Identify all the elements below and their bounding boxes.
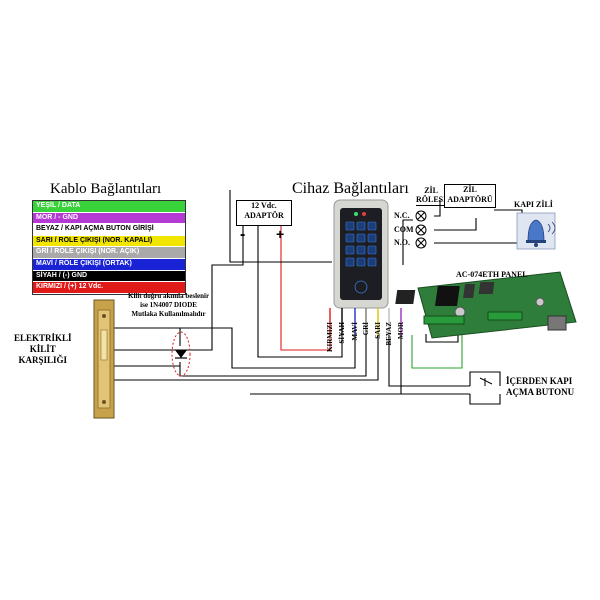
door-bell-label: KAPI ZİLİ bbox=[514, 200, 553, 209]
lock-wire-top bbox=[110, 327, 181, 346]
panel-board bbox=[395, 271, 577, 339]
electric-lock-strike bbox=[93, 299, 115, 419]
diode-note-line3: Mutlaka Kullanılmalıdır bbox=[131, 310, 206, 318]
diode-note: Kilit doğru akımla beslenir ise 1N4007 D… bbox=[128, 292, 209, 319]
green-data-wire bbox=[411, 334, 463, 369]
adapter-voltage: 12 Vdc. bbox=[251, 201, 277, 210]
panel-wire bbox=[425, 334, 459, 343]
reader-pin-label: BEYAZ bbox=[385, 322, 393, 346]
relay-panel-wire bbox=[402, 219, 413, 265]
bell-adapter-line2: ADAPTÖRÜ bbox=[447, 195, 493, 204]
reader-pin-label: SİYAH bbox=[338, 322, 346, 344]
bell-adapter-box: ZİL ADAPTÖRÜ bbox=[444, 184, 496, 208]
power-adapter-box: 12 Vdc. ADAPTÖR bbox=[236, 200, 292, 226]
reader-pin-label: MAVİ bbox=[351, 322, 359, 341]
bell-icon bbox=[516, 212, 556, 250]
legend-row: GRİ / RÖLE ÇIKIŞI (NOR. AÇIK) bbox=[33, 247, 185, 259]
legend-row: MOR / - GND bbox=[33, 212, 185, 225]
relay-no-label: N.O. bbox=[394, 238, 410, 247]
reader-pin-label: GRİ bbox=[362, 322, 370, 336]
exit-button-box bbox=[469, 371, 501, 386]
lock-wire-diode-top bbox=[180, 327, 356, 369]
exit-button-switch bbox=[479, 377, 493, 386]
cable-connections-title: Kablo Bağlantıları bbox=[50, 181, 162, 197]
bell-adapter-line1: ZİL bbox=[463, 185, 477, 194]
keypad-reader bbox=[329, 199, 402, 335]
lock-line3: KARŞILIĞI bbox=[18, 355, 68, 365]
legend-row: YEŞİL / DATA bbox=[33, 201, 185, 213]
legend-row: BEYAZ / KAPI AÇMA BUTON GİRİŞİ bbox=[33, 224, 185, 236]
reader-pin-label: SARI bbox=[374, 322, 382, 339]
legend-row: SİYAH / (-) GND bbox=[33, 270, 185, 283]
black-wire-2 bbox=[257, 226, 343, 358]
relay-contacts bbox=[415, 210, 427, 249]
device-connections-title: Cihaz Bağlantıları bbox=[292, 180, 409, 197]
relay-line2: RÖLESİ bbox=[416, 195, 447, 204]
bell-relay-label: ZİL RÖLESİ bbox=[416, 186, 447, 206]
relay-nc-label: N.C. bbox=[394, 211, 410, 220]
lock-line1: ELEKTRİKLİ bbox=[14, 333, 72, 343]
relay-com-label: COM bbox=[394, 225, 414, 234]
relay-com-wire bbox=[434, 218, 477, 231]
diode-note-line2: ise 1N4007 DIODE bbox=[140, 301, 197, 309]
panel-label: AC-074ETH PANEL bbox=[456, 270, 528, 279]
reader-pin-label: MOR bbox=[397, 322, 405, 340]
exit-button-line2: AÇMA BUTONU bbox=[506, 387, 575, 397]
relay-line1: ZİL bbox=[424, 186, 439, 195]
red-wire bbox=[280, 226, 331, 351]
diode-note-line1: Kilit doğru akımla beslenir bbox=[128, 292, 210, 300]
legend-row: MAVİ / RÖLE ÇIKIŞI (ORTAK) bbox=[33, 258, 185, 271]
exit-button-line1: İÇERDEN KAPI bbox=[506, 376, 573, 386]
diode-symbol bbox=[171, 331, 191, 377]
electric-lock-label: ELEKTRİKLİ KİLİT KARŞILIĞI bbox=[14, 333, 72, 366]
reader-pin-label: KIRMIZI bbox=[326, 322, 334, 352]
adapter-plus: + bbox=[276, 226, 285, 242]
lock-line2: KİLİT bbox=[29, 344, 56, 354]
lock-wire-bottom bbox=[110, 362, 181, 367]
white-wire bbox=[388, 335, 470, 387]
gray-wire bbox=[110, 335, 379, 381]
adapter-label: ADAPTÖR bbox=[244, 211, 284, 220]
adapter-minus: - bbox=[240, 226, 246, 243]
exit-button-label: İÇERDEN KAPI AÇMA BUTONU bbox=[506, 376, 574, 398]
legend-row: SARI / RÖLE ÇIKIŞI (NOR. KAPALI) bbox=[33, 235, 185, 248]
adapter-top-wire bbox=[229, 190, 332, 263]
lock-wire-bottom-2 bbox=[179, 335, 367, 377]
black-wire bbox=[110, 226, 244, 351]
legend-row: KIRMIZI / (+) 12 Vdc. bbox=[33, 282, 185, 294]
